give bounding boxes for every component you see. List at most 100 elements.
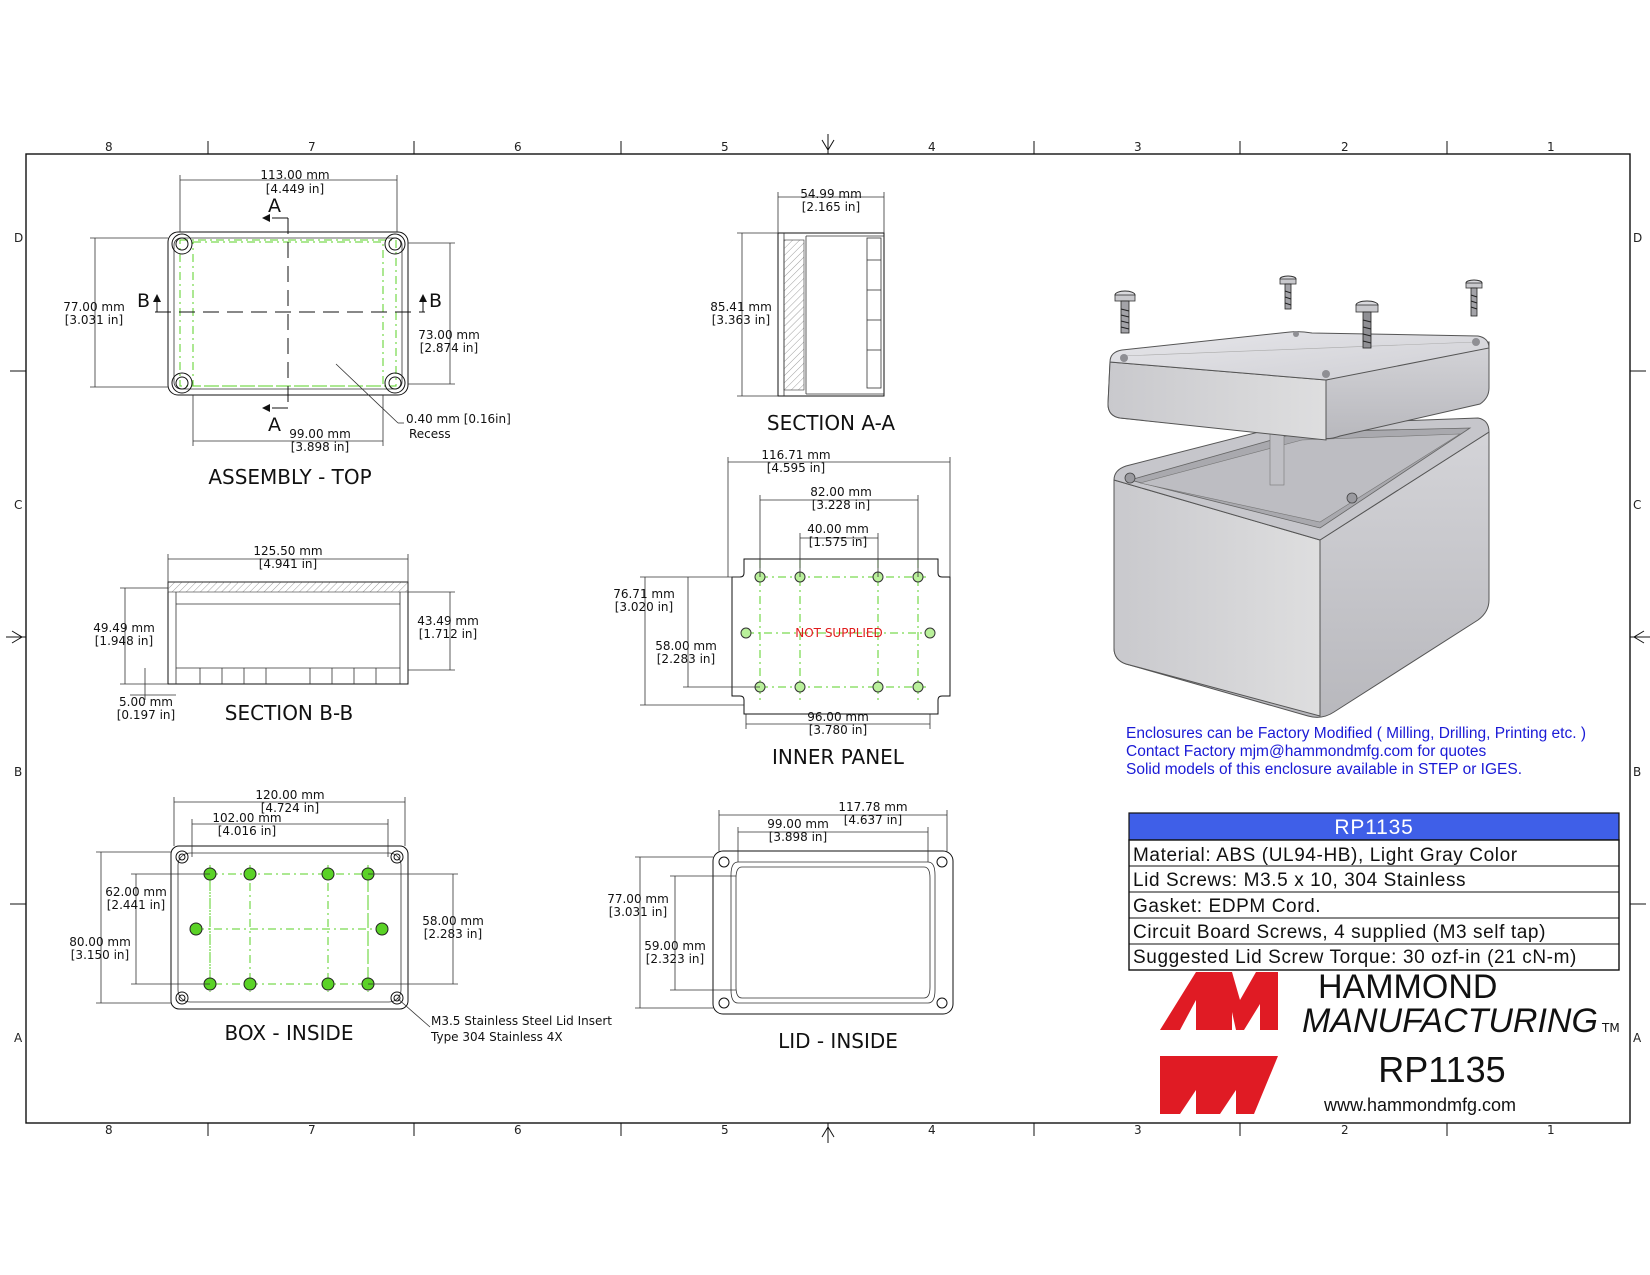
assembly-recess-label: Recess bbox=[409, 427, 451, 441]
section-aa-width-mm: 54.99 mm bbox=[800, 187, 862, 201]
assembly-inner-width-mm: 99.00 mm bbox=[289, 427, 351, 441]
assembly-height-mm: 77.00 mm bbox=[63, 300, 125, 314]
part-number: RP1135 bbox=[1378, 1049, 1505, 1090]
lid-inner-height-mm: 59.00 mm bbox=[644, 939, 706, 953]
inner-panel-bottom-width-in: [3.780 in] bbox=[809, 723, 867, 737]
zone-top-2: 2 bbox=[1341, 140, 1349, 154]
section-bb-inner-height-in: [1.712 in] bbox=[419, 627, 477, 641]
inner-panel-hole-height-mm: 58.00 mm bbox=[655, 639, 717, 653]
section-bb-height-mm: 49.49 mm bbox=[93, 621, 155, 635]
assembly-top-view bbox=[90, 175, 455, 446]
lid-insert-note-2: Type 304 Stainless 4X bbox=[430, 1030, 563, 1044]
inner-panel-height-in: [3.020 in] bbox=[615, 600, 673, 614]
inner-panel-height-mm: 76.71 mm bbox=[613, 587, 675, 601]
section-bb-wall-mm: 5.00 mm bbox=[119, 695, 173, 709]
spec-table-title: RP1135 bbox=[1334, 816, 1413, 839]
box-hole-height-in: [2.441 in] bbox=[107, 898, 165, 912]
inner-panel-bottom-width-mm: 96.00 mm bbox=[807, 710, 869, 724]
lid-screws bbox=[1114, 275, 1483, 349]
section-bb-wall-in: [0.197 in] bbox=[117, 708, 175, 722]
website-url: www.hammondmfg.com bbox=[1323, 1095, 1516, 1115]
not-supplied-label: NOT SUPPLIED bbox=[795, 626, 883, 640]
section-mark-a-top: A bbox=[268, 195, 281, 217]
box-height-in: [3.150 in] bbox=[71, 948, 129, 962]
zone-left-a: A bbox=[14, 1031, 23, 1045]
lid-inside-view bbox=[635, 810, 954, 1015]
box-width-in: [4.724 in] bbox=[261, 801, 319, 815]
zone-top-3: 3 bbox=[1134, 140, 1142, 154]
box-height-mm: 80.00 mm bbox=[69, 935, 131, 949]
inner-panel-view bbox=[640, 457, 951, 729]
box-inside-title: BOX - INSIDE bbox=[225, 1021, 354, 1045]
zone-right-a: A bbox=[1633, 1031, 1642, 1045]
zone-bottom-3: 3 bbox=[1134, 1123, 1142, 1137]
lid-inner-height-in: [2.323 in] bbox=[646, 952, 704, 966]
section-aa-height-mm: 85.41 mm bbox=[710, 300, 772, 314]
zone-right-b: B bbox=[1633, 765, 1641, 779]
lid-inside-title: LID - INSIDE bbox=[778, 1029, 898, 1053]
note-factory-modified: Enclosures can be Factory Modified ( Mil… bbox=[1126, 725, 1586, 742]
section-bb-height-in: [1.948 in] bbox=[95, 634, 153, 648]
lid-height-in: [3.031 in] bbox=[609, 905, 667, 919]
note-solid-models: Solid models of this enclosure available… bbox=[1126, 761, 1522, 778]
zone-bottom-5: 5 bbox=[721, 1123, 729, 1137]
spec-row-material: Material: ABS (UL94-HB), Light Gray Colo… bbox=[1133, 845, 1518, 866]
zone-bottom-1: 1 bbox=[1547, 1123, 1555, 1137]
spec-row-board-screws: Circuit Board Screws, 4 supplied (M3 sel… bbox=[1133, 922, 1546, 943]
section-mark-b-right: B bbox=[429, 290, 442, 312]
lid-width-in: [4.637 in] bbox=[844, 813, 902, 827]
assembly-inner-height-in: [2.874 in] bbox=[420, 341, 478, 355]
assembly-width-mm: 113.00 mm bbox=[260, 168, 329, 182]
zone-left-b: B bbox=[14, 765, 22, 779]
section-bb-title: SECTION B-B bbox=[225, 701, 353, 725]
box-inner-width-in: [4.016 in] bbox=[218, 824, 276, 838]
zone-top-6: 6 bbox=[514, 140, 522, 154]
spec-row-gasket: Gasket: EDPM Cord. bbox=[1133, 896, 1321, 917]
lid-inner-width-mm: 99.00 mm bbox=[767, 817, 829, 831]
spec-row-lid-screws: Lid Screws: M3.5 x 10, 304 Stainless bbox=[1133, 870, 1466, 891]
zone-bottom-6: 6 bbox=[514, 1123, 522, 1137]
section-aa-width-in: [2.165 in] bbox=[802, 200, 860, 214]
box-right-height-mm: 58.00 mm bbox=[422, 914, 484, 928]
section-mark-a-bottom: A bbox=[268, 414, 281, 436]
section-bb-inner-height-mm: 43.49 mm bbox=[417, 614, 479, 628]
section-aa-title: SECTION A-A bbox=[767, 411, 895, 435]
zone-bottom-4: 4 bbox=[928, 1123, 936, 1137]
section-bb-width-in: [4.941 in] bbox=[259, 557, 317, 571]
section-aa-view bbox=[737, 192, 885, 397]
zone-top-4: 4 bbox=[928, 140, 936, 154]
zone-right-d: D bbox=[1633, 231, 1642, 245]
inner-panel-hole-span-in: [3.228 in] bbox=[812, 498, 870, 512]
assembly-inner-width-in: [3.898 in] bbox=[291, 440, 349, 454]
assembly-recess-mm: 0.40 mm [0.16in] bbox=[406, 412, 511, 426]
assembly-width-in: [4.449 in] bbox=[266, 182, 324, 196]
inner-panel-inner-span-in: [1.575 in] bbox=[809, 535, 867, 549]
inner-panel-hole-height-in: [2.283 in] bbox=[657, 652, 715, 666]
box-inner-width-mm: 102.00 mm bbox=[212, 811, 281, 825]
assembly-height-in: [3.031 in] bbox=[65, 313, 123, 327]
lid-width-mm: 117.78 mm bbox=[838, 800, 907, 814]
zone-bottom-7: 7 bbox=[308, 1123, 316, 1137]
brand-name-line-1: HAMMOND bbox=[1318, 968, 1497, 1006]
inner-panel-hole-span-mm: 82.00 mm bbox=[810, 485, 872, 499]
zone-left-c: C bbox=[14, 498, 22, 512]
brand-name-line-2: MANUFACTURING bbox=[1302, 1002, 1598, 1040]
lid-inner-width-in: [3.898 in] bbox=[769, 830, 827, 844]
spec-row-torque: Suggested Lid Screw Torque: 30 ozf-in (2… bbox=[1133, 947, 1577, 968]
zone-left-d: D bbox=[14, 231, 23, 245]
trademark-symbol: TM bbox=[1601, 1021, 1620, 1035]
box-width-mm: 120.00 mm bbox=[255, 788, 324, 802]
zone-top-8: 8 bbox=[105, 140, 113, 154]
spec-table bbox=[1128, 812, 1620, 971]
inner-panel-width-in: [4.595 in] bbox=[767, 461, 825, 475]
section-bb-view bbox=[120, 554, 455, 700]
zone-top-5: 5 bbox=[721, 140, 729, 154]
inner-panel-title: INNER PANEL bbox=[772, 745, 905, 769]
box-hole-height-mm: 62.00 mm bbox=[105, 885, 167, 899]
lid-insert-note-1: M3.5 Stainless Steel Lid Insert bbox=[431, 1014, 612, 1028]
section-mark-b-left: B bbox=[137, 290, 150, 312]
box-inside-view bbox=[96, 797, 458, 1028]
assembly-top-title: ASSEMBLY - TOP bbox=[208, 465, 371, 489]
inner-panel-width-mm: 116.71 mm bbox=[761, 448, 830, 462]
